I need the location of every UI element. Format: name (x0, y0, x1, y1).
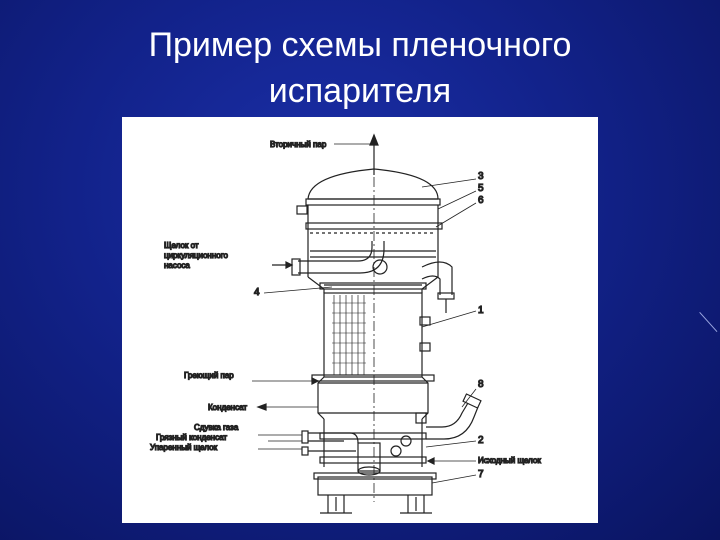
heating-chamber (319, 282, 431, 378)
label-evaporated-liquor: Упаренный щелок (150, 443, 218, 452)
label-liquor-from-pump-1: Щелок от (164, 241, 199, 250)
title-line-2: испарителя (268, 72, 452, 110)
slide-title: Пример схемы пленочного испарителя (0, 22, 720, 114)
lower-right-elbow (426, 393, 482, 440)
label-liquor-from-pump-2: циркуляционного (164, 251, 228, 260)
separator-dome (296, 168, 443, 293)
diagram-svg: Вторичный пар Щелок от циркуляционного н… (149, 133, 542, 514)
steam-jacket (311, 374, 435, 420)
item-number-6: 6 (478, 195, 484, 206)
item-number-8: 8 (478, 379, 484, 390)
label-gas-purge: Сдувка газа (194, 423, 239, 432)
label-heating-steam: Греющий пар (184, 371, 234, 380)
label-initial-liquor: Исходный щелок (478, 456, 541, 465)
decorative-line (699, 312, 718, 332)
label-secondary-steam: Вторичный пар (270, 140, 327, 149)
right-elbow-pipe (421, 261, 455, 313)
evaporator-diagram: Вторичный пар Щелок от циркуляционного н… (122, 117, 598, 523)
label-condensate: Конденсат (208, 403, 247, 412)
liquor-inlet-pipe (272, 241, 388, 276)
label-dirty-condensate: Грязный конденсат (156, 433, 227, 442)
lower-body (319, 412, 427, 476)
item-number-5: 5 (478, 183, 484, 194)
support-base (313, 472, 437, 514)
item-number-2: 2 (478, 435, 484, 446)
item-number-7: 7 (478, 469, 484, 480)
item-number-3: 3 (478, 171, 484, 182)
item-number-1: 1 (478, 305, 484, 316)
label-liquor-from-pump-3: насоса (164, 261, 190, 270)
title-line-1: Пример схемы пленочного (148, 26, 572, 64)
left-bottom-pipes (301, 430, 359, 456)
item-number-4: 4 (254, 287, 260, 298)
